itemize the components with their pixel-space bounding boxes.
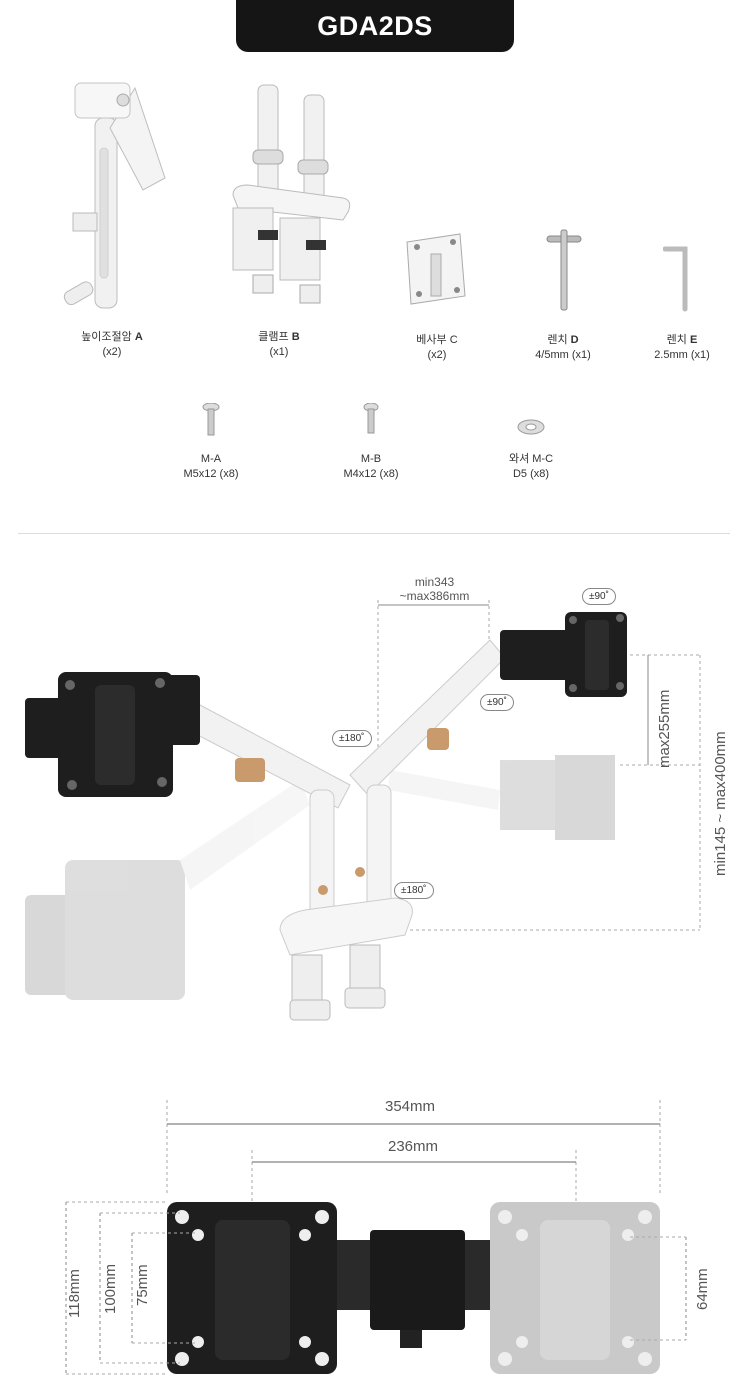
screw-m5-icon (202, 403, 220, 436)
screw-m4-icon (363, 403, 379, 434)
overall-width-label: 354mm (385, 1098, 436, 1115)
t-wrench-part-illustration (546, 229, 582, 311)
rotation-180-bottom-badge: ±180˚ (394, 882, 434, 899)
height-75-label: 75mm (134, 1264, 151, 1306)
arm-part-illustration (63, 82, 166, 309)
rotation-90-mid-badge: ±90˚ (480, 694, 514, 711)
height-64-label: 64mm (694, 1268, 711, 1310)
part-c-label: 베사부 C (x2) (416, 334, 458, 361)
inner-width-label: 236mm (388, 1138, 439, 1155)
clamp-part-illustration (232, 84, 351, 304)
washer-m-c-label: 와셔 M-C D5 (x8) (508, 453, 554, 480)
product-title-tab: GDA2DS (236, 0, 514, 52)
part-d-label: 렌치 D 4/5mm (x1) (535, 334, 591, 361)
part-e-label: 렌치 E 2.5mm (x1) (654, 334, 710, 361)
vesa-plate-dimension-illustration (65, 1100, 687, 1375)
rotation-90-top-badge: ±90˚ (582, 588, 616, 605)
section-divider (18, 533, 730, 534)
height-range-label: min145 ~ max400mm (712, 731, 729, 876)
screw-m-a-label: M-A M5x12 (x8) (183, 453, 239, 480)
height-100-label: 100mm (102, 1263, 119, 1314)
height-adjust-label: max255mm (656, 689, 673, 768)
rotation-180-top-badge: ±180˚ (332, 730, 372, 747)
part-a-label: 높이조절암 A (x2) (81, 331, 143, 358)
arm-width-range-label: min343 ~max386mm (399, 575, 470, 603)
dual-arm-assembly-illustration (25, 600, 701, 1021)
washer-icon (517, 419, 545, 435)
vesa-plate-part-illustration (406, 233, 466, 305)
part-b-label: 클램프 B (x1) (258, 331, 300, 358)
height-118-label: 118mm (66, 1269, 83, 1318)
product-title: GDA2DS (317, 10, 433, 41)
l-wrench-part-illustration (663, 246, 688, 312)
screw-m-b-label: M-B M4x12 (x8) (343, 453, 399, 480)
